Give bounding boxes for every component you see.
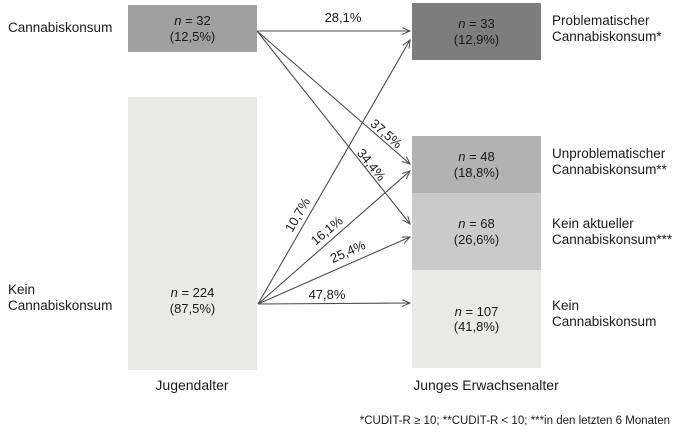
right-group-label-problematischer: Problematischer Cannabiskonsum* <box>552 13 662 44</box>
node-pct-value: (26,6%) <box>453 231 500 247</box>
node-cannabiskonsum-jugend: n = 32 (12,5%) <box>128 5 257 52</box>
footnote-cudit: *CUDIT-R ≥ 10; **CUDIT-R < 10; ***in den… <box>359 415 670 427</box>
right-group-label-kein-cannabiskonsum: Kein Cannabiskonsum <box>552 298 656 329</box>
right-group-label-kein-aktueller: Kein aktueller Cannabiskonsum*** <box>552 216 672 247</box>
node-pct-value: (41,8%) <box>453 319 500 334</box>
node-n-value: n = 68 <box>458 216 495 231</box>
label-line: Cannabiskonsum*** <box>552 231 673 247</box>
node-n-value: n = 32 <box>174 13 211 28</box>
label-line: Kein <box>552 298 580 313</box>
node-pct-value: (18,8%) <box>453 164 500 180</box>
node-kein-cannabiskonsum-jugend: n = 224 (87,5%) <box>128 97 257 370</box>
right-group-label-unproblematischer: Unproblematischer Cannabiskonsum** <box>552 146 667 177</box>
axis-label-jugendalter: Jugendalter <box>155 377 229 393</box>
left-group-label-cannabiskonsum: Cannabiskonsum <box>8 20 112 36</box>
label-line: Cannabiskonsum** <box>552 161 667 177</box>
flow-pct-28-1: 28,1% <box>324 10 362 25</box>
flow-pct-47-8: 47,8% <box>308 287 346 302</box>
label-line: Problematischer <box>552 13 650 28</box>
label-line: Cannabiskonsum <box>552 313 657 329</box>
node-unproblematischer-cannabiskonsum: n = 48 (18,8%) <box>412 136 541 193</box>
node-n-value: n = 48 <box>458 149 495 164</box>
node-problematischer-cannabiskonsum: n = 33 (12,9%) <box>412 3 541 60</box>
label-line: Cannabiskonsum <box>8 297 113 313</box>
node-pct-value: (12,9%) <box>453 31 500 47</box>
arrow-consum-to-unproblematisch <box>256 30 410 164</box>
arrow-keinconsum-to-unproblematisch <box>257 171 410 305</box>
node-n-value: n = 224 <box>170 285 215 300</box>
node-pct-value: (87,5%) <box>169 300 216 316</box>
label-line: Cannabiskonsum <box>8 20 113 35</box>
node-n-value: n = 107 <box>454 303 499 319</box>
arrow-consum-to-keinaktuell <box>256 30 410 224</box>
label-line: Unproblematischer <box>552 146 666 161</box>
node-n-value: n = 33 <box>458 16 495 31</box>
axis-label-junges-erwachsenalter: Junges Erwachsenalter <box>413 377 559 393</box>
node-kein-cannabiskonsum-erwachsen: n = 107 (41,8%) <box>412 270 541 368</box>
arrow-keinconsum-to-keinconsum <box>257 303 410 304</box>
left-group-label-kein-cannabiskonsum: Kein Cannabiskonsum <box>8 282 112 313</box>
label-line: Kein <box>8 282 36 297</box>
node-kein-aktueller-cannabiskonsum: n = 68 (26,6%) <box>412 193 541 270</box>
arrow-keinconsum-to-keinaktuell <box>257 236 410 305</box>
label-line: Kein aktueller <box>552 216 634 231</box>
arrow-keinconsum-to-problematisch <box>257 40 410 305</box>
node-pct-value: (12,5%) <box>169 28 216 44</box>
label-line: Cannabiskonsum* <box>552 28 662 44</box>
